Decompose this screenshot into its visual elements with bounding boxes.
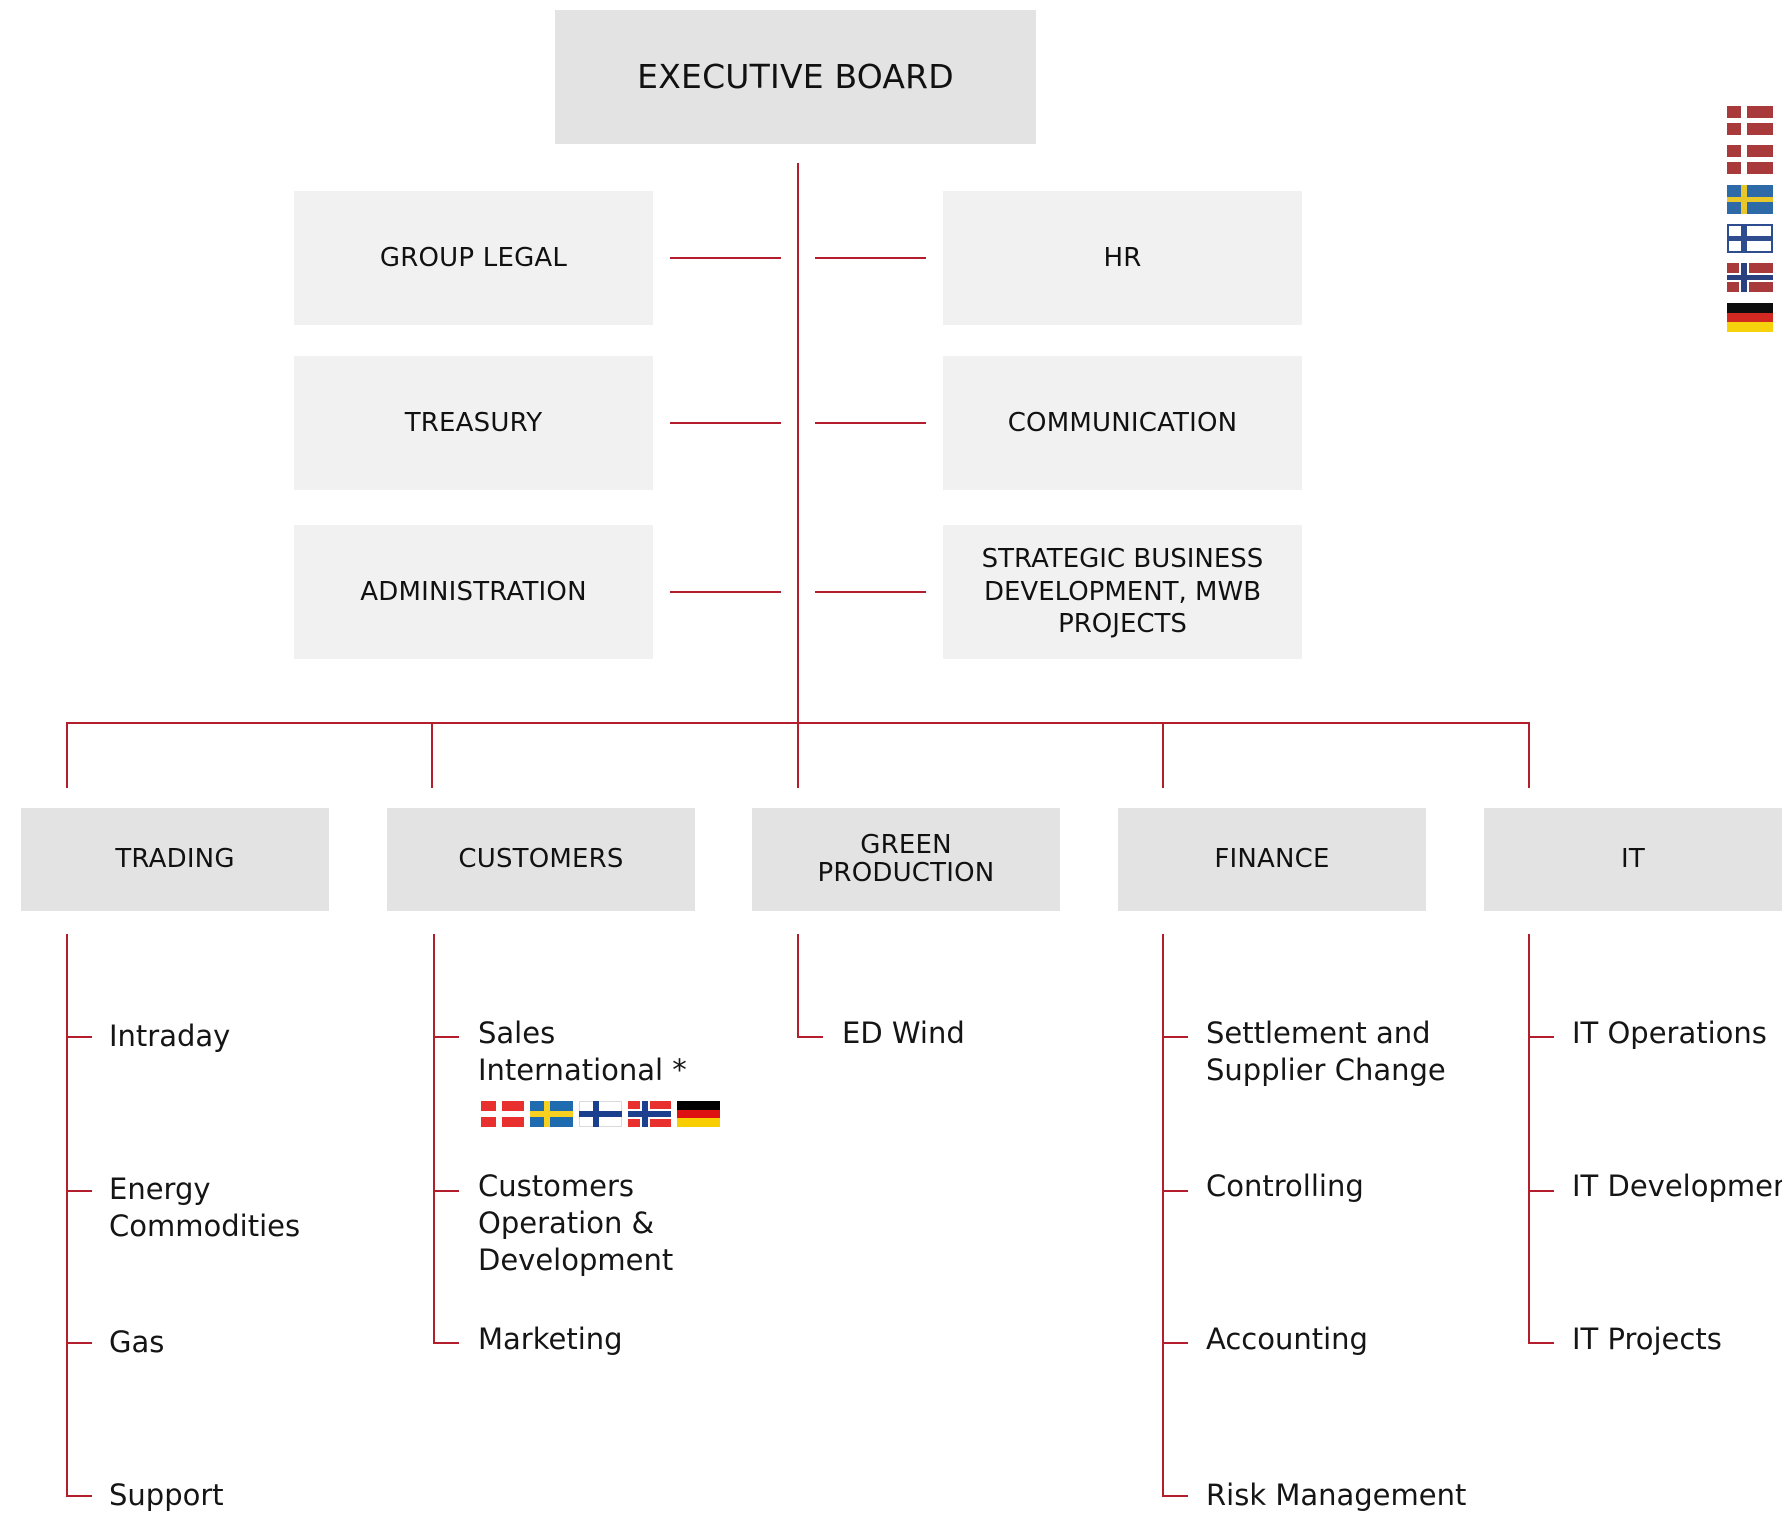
department-label-it: IT [1621,843,1645,874]
it-tick-operations [1528,1036,1554,1038]
staff-label-treasury: TREASURY [404,407,543,438]
department-drop-it [1528,722,1530,788]
trading-tick-energy [66,1190,92,1192]
department-box-finance: FINANCE [1118,808,1426,911]
department-label-customers: CUSTOMERS [458,843,624,874]
finance-tick-risk [1162,1495,1188,1497]
staff-connector-administration [670,591,781,593]
customers-item-marketing: Marketing [478,1322,623,1356]
denmark-flag-icon [481,1101,524,1127]
staff-connector-treasury [670,422,781,424]
department-box-trading: TRADING [21,808,329,911]
finance-tick-settlement [1162,1036,1188,1038]
department-label-finance: FINANCE [1214,843,1330,874]
finance-tick-accounting [1162,1342,1188,1344]
sweden-flag-icon [1727,185,1773,214]
staff-box-treasury: TREASURY [294,356,653,490]
staff-connector-group-legal [670,257,781,259]
finance-item-risk-management: Risk Management [1206,1478,1467,1512]
staff-box-hr: HR [943,191,1302,325]
germany-flag-icon [1727,303,1773,332]
main-trunk-line [797,163,799,788]
it-item-operations: IT Operations [1572,1016,1767,1050]
denmark-flag-icon [1727,106,1773,135]
norway-flag-icon [1727,263,1773,292]
green-production-tick-ed-wind [797,1036,823,1038]
denmark-flag-icon [1727,145,1773,174]
finance-tick-controlling [1162,1190,1188,1192]
customers-tick-marketing [433,1342,459,1344]
finland-flag-icon [1727,224,1773,253]
it-item-development: IT Development [1572,1169,1782,1203]
staff-box-administration: ADMINISTRATION [294,525,653,659]
department-label-green-production: GREEN PRODUCTION [817,830,995,888]
it-branch-line [1528,934,1530,1344]
finland-flag-icon [579,1101,622,1127]
staff-label-strategic-business-development: STRATEGIC BUSINESS DEVELOPMENT, MWB PROJ… [981,544,1264,640]
staff-box-group-legal: GROUP LEGAL [294,191,653,325]
finance-item-accounting: Accounting [1206,1322,1368,1356]
trading-item-intraday: Intraday [109,1019,231,1053]
germany-flag-icon [677,1101,720,1127]
department-drop-trading [66,722,68,788]
executive-board-box: EXECUTIVE BOARD [555,10,1036,144]
sweden-flag-icon [530,1101,573,1127]
customers-branch-line [433,934,435,1344]
customers-item-sales-international: Sales International * [478,1016,687,1087]
staff-box-communication: COMMUNICATION [943,356,1302,490]
staff-connector-communication [815,422,926,424]
finance-branch-line [1162,934,1164,1497]
trading-tick-intraday [66,1036,92,1038]
trading-tick-support [66,1495,92,1497]
green-production-branch-line [797,934,799,1038]
staff-label-communication: COMMUNICATION [1007,407,1238,438]
department-box-it: IT [1484,808,1782,911]
customers-tick-sales [433,1036,459,1038]
customers-tick-operation [433,1190,459,1192]
it-tick-projects [1528,1342,1554,1344]
finance-item-settlement: Settlement and Supplier Change [1206,1016,1446,1087]
trading-tick-gas [66,1342,92,1344]
staff-connector-hr [815,257,926,259]
trading-item-gas: Gas [109,1325,165,1359]
green-production-item-ed-wind: ED Wind [842,1016,965,1050]
staff-label-group-legal: GROUP LEGAL [379,242,568,273]
department-box-customers: CUSTOMERS [387,808,695,911]
finance-item-controlling: Controlling [1206,1169,1364,1203]
executive-board-label: EXECUTIVE BOARD [637,57,954,97]
it-item-projects: IT Projects [1572,1322,1722,1356]
norway-flag-icon [628,1101,671,1127]
staff-box-strategic-business-development: STRATEGIC BUSINESS DEVELOPMENT, MWB PROJ… [943,525,1302,659]
department-drop-finance [1162,722,1164,788]
trading-item-support: Support [109,1478,224,1512]
customers-item-operation-development: Customers Operation & Development [478,1169,674,1277]
staff-label-administration: ADMINISTRATION [360,576,587,607]
trading-branch-line [66,934,68,1497]
department-bar-line [66,722,1530,724]
staff-connector-strategic [815,591,926,593]
it-tick-development [1528,1190,1554,1192]
trading-item-energy-commodities: Energy Commodities [109,1172,301,1243]
department-label-trading: TRADING [115,843,235,874]
staff-label-hr: HR [1103,242,1142,273]
department-drop-customers [431,722,433,788]
department-box-green-production: GREEN PRODUCTION [752,808,1060,911]
